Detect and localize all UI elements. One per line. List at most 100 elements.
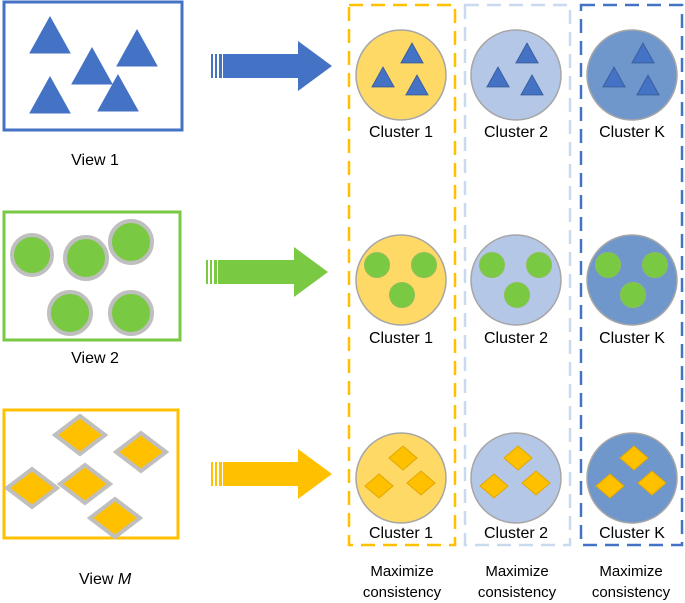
cluster-circle-group: Cluster K [586, 29, 678, 141]
diamond-icon [595, 473, 625, 499]
cluster-circle-group: Cluster 1 [355, 234, 447, 347]
circle-icon [642, 252, 668, 278]
circle-icon [526, 252, 552, 278]
arrow-tail-stripe [214, 260, 217, 284]
triangle-icon [71, 46, 113, 85]
arrow-tail-stripe [219, 54, 222, 78]
circle-icon [620, 282, 646, 308]
diamond-icon [51, 413, 109, 457]
diamond-icon [112, 430, 170, 474]
circle-icon [108, 219, 154, 265]
arrow-tail-stripe [215, 462, 217, 486]
triangle-icon [97, 73, 139, 112]
triangle-icon [602, 66, 626, 88]
diamond-icon [3, 466, 61, 510]
circle-icon [479, 252, 505, 278]
cluster-label: Cluster 2 [484, 330, 548, 347]
cluster-circle-group: Cluster 1 [355, 432, 447, 542]
triangle-icon [631, 42, 655, 64]
column-k-footer-line1: Maximize [599, 563, 662, 580]
diamond-icon [388, 445, 418, 471]
column-1-footer-line2: consistency [363, 584, 442, 601]
column-2-footer-line1: Maximize [485, 563, 548, 580]
circle-icon [63, 235, 109, 281]
view-1-arrow [211, 41, 332, 91]
circle-icon [108, 290, 154, 336]
arrow-tail-stripe [219, 462, 222, 486]
cluster-circle [586, 432, 678, 524]
view-m-label: View M [79, 571, 132, 588]
triangle-icon [486, 66, 510, 88]
arrow-tail-stripe [215, 54, 217, 78]
cluster-circle [470, 432, 562, 524]
diamond-icon [503, 445, 533, 471]
cluster-label: Cluster 2 [484, 525, 548, 542]
column-2-footer-line2: consistency [478, 584, 557, 601]
triangle-icon [29, 75, 71, 114]
cluster-circle [355, 234, 447, 326]
triangle-icon [371, 66, 395, 88]
view-2-arrow [206, 247, 328, 297]
arrow-tail-stripe [211, 54, 213, 78]
diamond-icon [56, 462, 114, 506]
cluster-1-dashed-border [347, 3, 457, 547]
arrow-tail-stripe [206, 260, 208, 284]
cluster-circle-group: Cluster 2 [470, 234, 562, 347]
view-m-shapes [3, 413, 170, 540]
arrow-icon [223, 41, 332, 91]
diamond-icon [86, 496, 144, 540]
cluster-label: Cluster 1 [369, 330, 433, 347]
cluster-circle-group: Cluster 2 [470, 29, 562, 141]
circle-icon [504, 282, 530, 308]
cluster-label: Cluster 2 [484, 124, 548, 141]
view-1-label: View 1 [71, 152, 119, 169]
arrow-icon [223, 449, 332, 499]
cluster-circle [355, 29, 447, 121]
cluster-grid: Cluster 1 Cluster 1 Cluster 1 Cluster 2 Clus… [355, 29, 678, 542]
circle-icon [47, 290, 93, 336]
cluster-label: Cluster K [599, 525, 665, 542]
triangle-icon [405, 74, 429, 96]
view-2-shapes [10, 219, 154, 336]
diamond-icon [364, 473, 394, 499]
diamond-icon [637, 470, 667, 496]
circle-icon [389, 282, 415, 308]
cluster-2-dashed-border [463, 3, 572, 547]
arrow-icon [218, 247, 328, 297]
cluster-label: Cluster K [599, 124, 665, 141]
cluster-circle [586, 234, 678, 326]
cluster-circle [470, 29, 562, 121]
triangle-icon [515, 42, 539, 64]
diamond-icon [406, 470, 436, 496]
view-m-arrow [211, 449, 332, 499]
cluster-label: Cluster K [599, 330, 665, 347]
diamond-icon [619, 445, 649, 471]
triangle-icon [29, 15, 71, 54]
cluster-circle-group: Cluster K [586, 234, 678, 347]
cluster-circle [355, 432, 447, 524]
cluster-circle [586, 29, 678, 121]
arrow-tail-stripe [210, 260, 212, 284]
cluster-label: Cluster 1 [369, 525, 433, 542]
cluster-circle [470, 234, 562, 326]
view-2-label: View 2 [71, 350, 119, 367]
cluster-circle-group: Cluster K [586, 432, 678, 542]
cluster-circle-group: Cluster 1 [355, 29, 447, 141]
diamond-icon [521, 470, 551, 496]
diamond-icon [479, 473, 509, 499]
circle-icon [364, 252, 390, 278]
triangle-icon [636, 74, 660, 96]
circle-icon [10, 233, 54, 277]
circle-icon [595, 252, 621, 278]
triangle-icon [400, 42, 424, 64]
cluster-k-dashed-border [579, 3, 684, 547]
column-k-footer-line2: consistency [592, 584, 671, 601]
arrow-tail-stripe [211, 462, 213, 486]
triangle-icon [520, 74, 544, 96]
column-1-footer-line1: Maximize [370, 563, 433, 580]
cluster-circle-group: Cluster 2 [470, 432, 562, 542]
circle-icon [411, 252, 437, 278]
view-1-shapes [29, 15, 158, 114]
triangle-icon [116, 28, 158, 67]
